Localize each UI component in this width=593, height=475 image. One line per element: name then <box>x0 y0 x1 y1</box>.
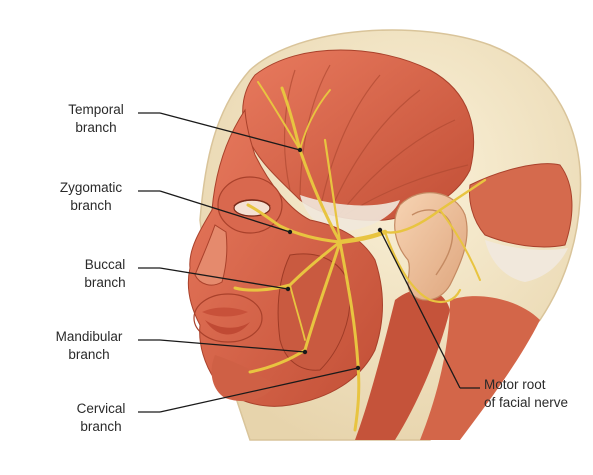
label-buccal-line1: Buccal <box>72 256 138 274</box>
label-mandibular-branch: Mandibular branch <box>40 328 138 364</box>
label-motor-root-line2: of facial nerve <box>484 394 590 412</box>
label-temporal-branch: Temporal branch <box>55 101 137 137</box>
label-cervical-line2: branch <box>64 418 138 436</box>
label-temporal-line2: branch <box>55 119 137 137</box>
label-zygomatic-branch: Zygomatic branch <box>45 179 137 215</box>
label-mandibular-line2: branch <box>40 346 138 364</box>
label-zygomatic-line2: branch <box>45 197 137 215</box>
label-buccal-line2: branch <box>72 274 138 292</box>
label-buccal-branch: Buccal branch <box>72 256 138 292</box>
label-temporal-line1: Temporal <box>55 101 137 119</box>
label-mandibular-line1: Mandibular <box>40 328 138 346</box>
label-motor-root: Motor root of facial nerve <box>484 376 590 412</box>
label-cervical-branch: Cervical branch <box>64 400 138 436</box>
label-zygomatic-line1: Zygomatic <box>45 179 137 197</box>
label-motor-root-line1: Motor root <box>484 376 590 394</box>
label-cervical-line1: Cervical <box>64 400 138 418</box>
